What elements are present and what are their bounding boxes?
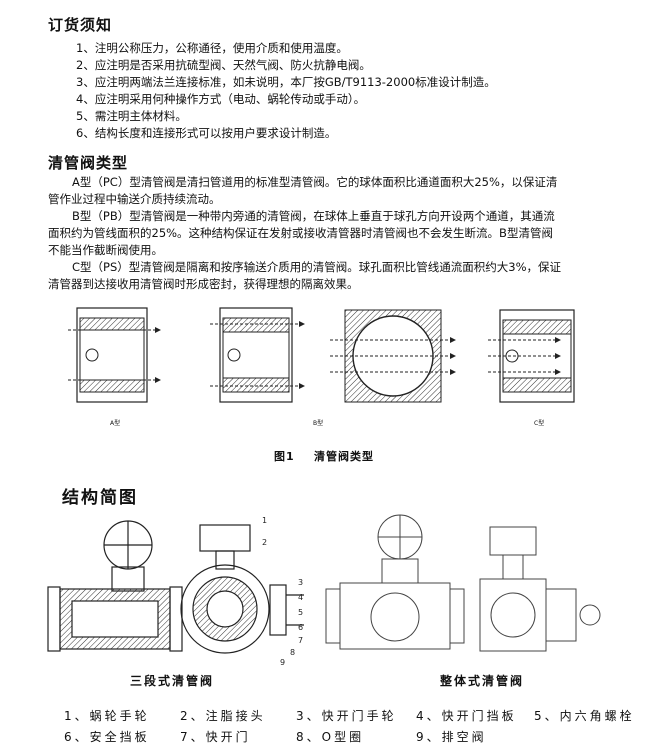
- valve-types-text: A型（PC）型清管阀是清扫管道用的标准型清管阀。它的球体面积比通道面积大25%，…: [48, 174, 561, 293]
- valve-type-line: 不能当作截断阀使用。: [48, 243, 163, 257]
- order-note-item: 1、注明公称压力，公称通径，使用介质和使用温度。: [76, 41, 348, 55]
- structure-title: 结构简图: [62, 488, 138, 508]
- valve-type-line: 清管器到达接收用清管阀时形成密封，获得理想的隔离效果。: [48, 277, 359, 291]
- callout-number: 1: [262, 516, 267, 525]
- type-c-diagram: [488, 309, 575, 403]
- valve-type-line: B型（PB）型清管阀是一种带内旁通的清管阀，在球体上垂直于球孔方向开设两个通道，…: [72, 209, 555, 223]
- callout-number: 9: [280, 658, 285, 667]
- legend-item: 7、快开门: [180, 730, 251, 744]
- figure1-drawings: [68, 307, 575, 403]
- valve-type-line: A型（PC）型清管阀是清扫管道用的标准型清管阀。它的球体面积比通道面积大25%，…: [72, 175, 558, 189]
- valve-types-title: 清管阀类型: [48, 154, 129, 172]
- callout-number: 6: [298, 623, 303, 632]
- legend-item: 2、注脂接头: [180, 709, 266, 723]
- valve-type-line: C型（PS）型清管阀是隔离和按序输送介质用的清管阀。球孔面积比管线通流面积约大3…: [72, 260, 562, 274]
- callout-number: 4: [298, 593, 303, 602]
- order-notes-list: 1、注明公称压力，公称通径，使用介质和使用温度。 2、应注明是否采用抗硫型阀、天…: [76, 40, 496, 142]
- legend-row: 6、安全挡板 7、快开门 8、O型圈 9、排空阀: [64, 728, 635, 745]
- legend-item: 5、内六角螺栓: [534, 709, 635, 723]
- structure-drawings: 1 2 3 4 5 6 7 8 9: [47, 514, 601, 667]
- order-note-item: 4、应注明采用何种操作方式（电动、蜗轮传动或手动）。: [76, 92, 366, 106]
- integral-front-view: [479, 526, 601, 652]
- order-note-item: 5、需注明主体材料。: [76, 109, 187, 123]
- integral-side-view: [325, 514, 465, 650]
- figure-label-b: B型: [313, 420, 324, 427]
- legend-item: 1、蜗轮手轮: [64, 709, 150, 723]
- ball-section-diagram: [330, 309, 456, 403]
- three-piece-front-view: [180, 524, 304, 654]
- parts-legend: 1、蜗轮手轮 2、注脂接头 3、快开门手轮 4、快开门挡板 5、内六角螺栓 6、…: [64, 707, 635, 745]
- legend-item: 3、快开门手轮: [296, 709, 397, 723]
- legend-item: 8、O型圈: [296, 730, 365, 744]
- type-a-diagram: [68, 307, 161, 403]
- callout-number: 3: [298, 578, 303, 587]
- figure-label-a: A型: [110, 420, 121, 427]
- figure-label-c: C型: [534, 420, 545, 427]
- figure1-caption: 图1 清管阀类型: [274, 450, 374, 463]
- legend-item: 4、快开门挡板: [416, 709, 517, 723]
- order-note-item: 2、应注明是否采用抗硫型阀、天然气阀、防火抗静电阀。: [76, 58, 371, 72]
- integral-valve-label: 整体式清管阀: [440, 674, 525, 688]
- callout-number: 7: [298, 636, 303, 645]
- valve-type-line: 面积约为管线面积的25%。这种结构保证在发射或接收清管器时清管阀也不会发生断流。…: [48, 226, 553, 240]
- callout-number: 8: [290, 648, 295, 657]
- valve-type-line: 管作业过程中输送介质持续流动。: [48, 192, 221, 206]
- legend-row: 1、蜗轮手轮 2、注脂接头 3、快开门手轮 4、快开门挡板 5、内六角螺栓: [64, 707, 635, 724]
- callout-number: 5: [298, 608, 303, 617]
- legend-item: 6、安全挡板: [64, 730, 150, 744]
- order-notes-title: 订货须知: [48, 16, 113, 34]
- type-b-diagram: [210, 307, 305, 403]
- order-note-item: 3、应注明两端法兰连接标准，如未说明，本厂按GB/T9113-2000标准设计制…: [76, 75, 496, 89]
- order-note-item: 6、结构长度和连接形式可以按用户要求设计制造。: [76, 126, 337, 140]
- three-piece-side-view: [47, 520, 183, 652]
- three-piece-valve-label: 三段式清管阀: [130, 674, 215, 688]
- legend-item: 9、排空阀: [416, 730, 487, 744]
- callout-number: 2: [262, 538, 267, 547]
